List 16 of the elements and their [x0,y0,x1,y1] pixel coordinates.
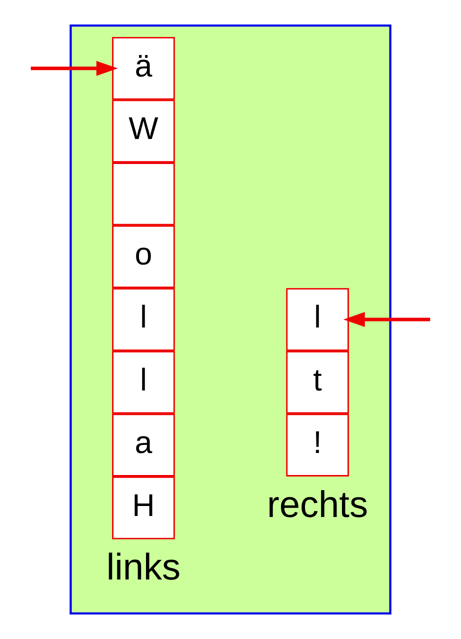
node-box: o [112,225,175,288]
node-box: H [112,476,175,540]
node-box: ä [112,36,175,100]
node-box: a [112,414,175,476]
node-box: ! [286,414,349,476]
node-box: l [112,288,175,351]
label: rechts [267,482,368,525]
node-box [112,162,175,226]
node-box: W [112,100,175,163]
node-box: l [286,288,349,351]
label: links [106,546,181,588]
arrow [30,60,118,76]
cluster [70,24,392,615]
arrow [343,312,430,327]
node-box: t [286,350,349,414]
node-box: l [112,350,175,414]
